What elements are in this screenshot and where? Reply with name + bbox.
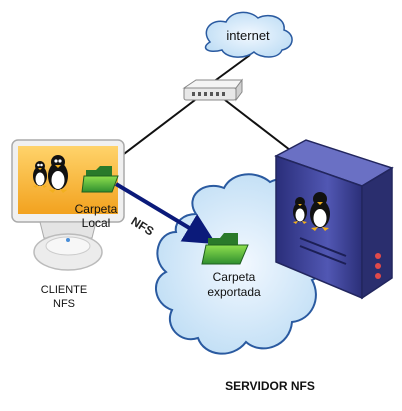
exported-folder-label-line2: exportada	[207, 285, 261, 299]
tux-penguin-icon	[33, 161, 47, 188]
internet-label: internet	[226, 28, 270, 43]
client-label: CLIENTE NFS	[28, 283, 100, 311]
client-label-line2: NFS	[53, 298, 75, 310]
network-links	[111, 54, 291, 164]
link-router-server	[224, 99, 291, 151]
imac-icon	[11, 139, 125, 271]
local-folder-label-line1: Carpeta	[74, 202, 118, 216]
local-folder-label-line2: Local	[81, 216, 111, 230]
server-label: SERVIDOR NFS	[225, 379, 315, 393]
server-icon	[274, 139, 394, 300]
router-icon	[182, 78, 243, 102]
tux-penguin-icon	[310, 192, 330, 231]
local-folder-label: Carpeta Local	[64, 202, 128, 230]
tux-penguin-icon	[293, 197, 307, 224]
client-label-line1: CLIENTE	[40, 284, 88, 296]
tux-penguin-icon	[48, 155, 68, 193]
cloud-icon	[204, 11, 293, 58]
link-router-client	[111, 99, 196, 164]
exported-folder-label: Carpeta exportada	[192, 270, 276, 300]
nfs-mount-arrow	[114, 182, 217, 245]
exported-folder-label-line1: Carpeta	[212, 270, 256, 284]
folder-icon	[201, 233, 249, 265]
folder-icon	[81, 166, 119, 193]
